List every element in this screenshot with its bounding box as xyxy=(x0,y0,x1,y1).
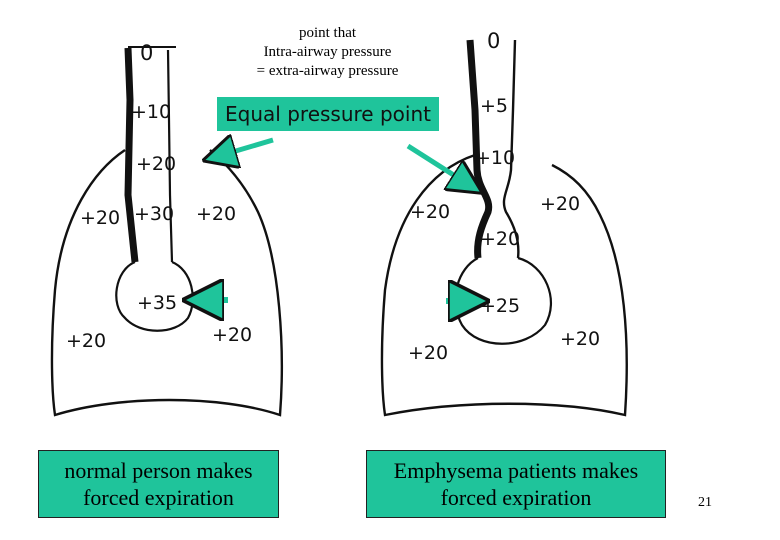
equal-pressure-point-label: Equal pressure point xyxy=(217,97,439,131)
right-caption-line-1: Emphysema patients makes xyxy=(393,458,639,483)
right-pleural-bottom-left-value: +20 xyxy=(408,342,448,364)
left-airway-upper-value: +10 xyxy=(131,101,171,123)
annotation-line-3: = extra-airway pressure xyxy=(256,63,399,79)
annotation-line-1: point that xyxy=(298,25,357,41)
right-airway-upper-value: +5 xyxy=(480,95,508,117)
left-airway-right-wall xyxy=(166,49,174,263)
left-airway-low-value: +30 xyxy=(134,203,174,225)
left-lung xyxy=(50,46,283,417)
annotation-text: point that Intra-airway pressure = extra… xyxy=(225,24,430,81)
left-pleural-left-value: +20 xyxy=(80,207,120,229)
right-alveolus-value: +25 xyxy=(480,295,520,317)
left-alveolus-value: +35 xyxy=(137,292,177,314)
right-caption-line-2: forced expiration xyxy=(440,485,592,510)
left-airway-mid-value: +20 xyxy=(136,153,176,175)
right-airway-mid-value: +10 xyxy=(475,147,515,169)
left-airway-top-value: 0 xyxy=(140,41,153,65)
page-number: 21 xyxy=(698,495,712,510)
right-pleural-bottom-right-value: +20 xyxy=(560,328,600,350)
left-caption-box: normal person makes forced expiration xyxy=(38,450,279,518)
left-pleural-bottom-left-value: +20 xyxy=(66,330,106,352)
arrow-to-equal-pressure-point xyxy=(406,143,474,188)
right-airway-constriction-value: +20 xyxy=(480,228,520,250)
left-airway-left-wall xyxy=(124,47,139,263)
left-caption-line-1: normal person makes xyxy=(64,458,253,483)
annotation-line-2: Intra-airway pressure xyxy=(263,44,392,60)
right-airway-top-value: 0 xyxy=(487,29,500,53)
left-chest-outline xyxy=(50,149,283,417)
right-pleural-left-value: +20 xyxy=(410,201,450,223)
right-caption-box: Emphysema patients makes forced expirati… xyxy=(366,450,666,518)
left-pleural-right-value: +20 xyxy=(196,203,236,225)
left-pleural-bottom-right-value: +20 xyxy=(212,324,252,346)
left-caption-line-2: forced expiration xyxy=(83,485,234,510)
arrows xyxy=(194,140,478,301)
right-chest-outline xyxy=(380,153,628,417)
right-pleural-right-value: +20 xyxy=(540,193,580,215)
right-airway-right-wall xyxy=(502,39,520,259)
arrow-to-left-airway xyxy=(212,140,274,158)
